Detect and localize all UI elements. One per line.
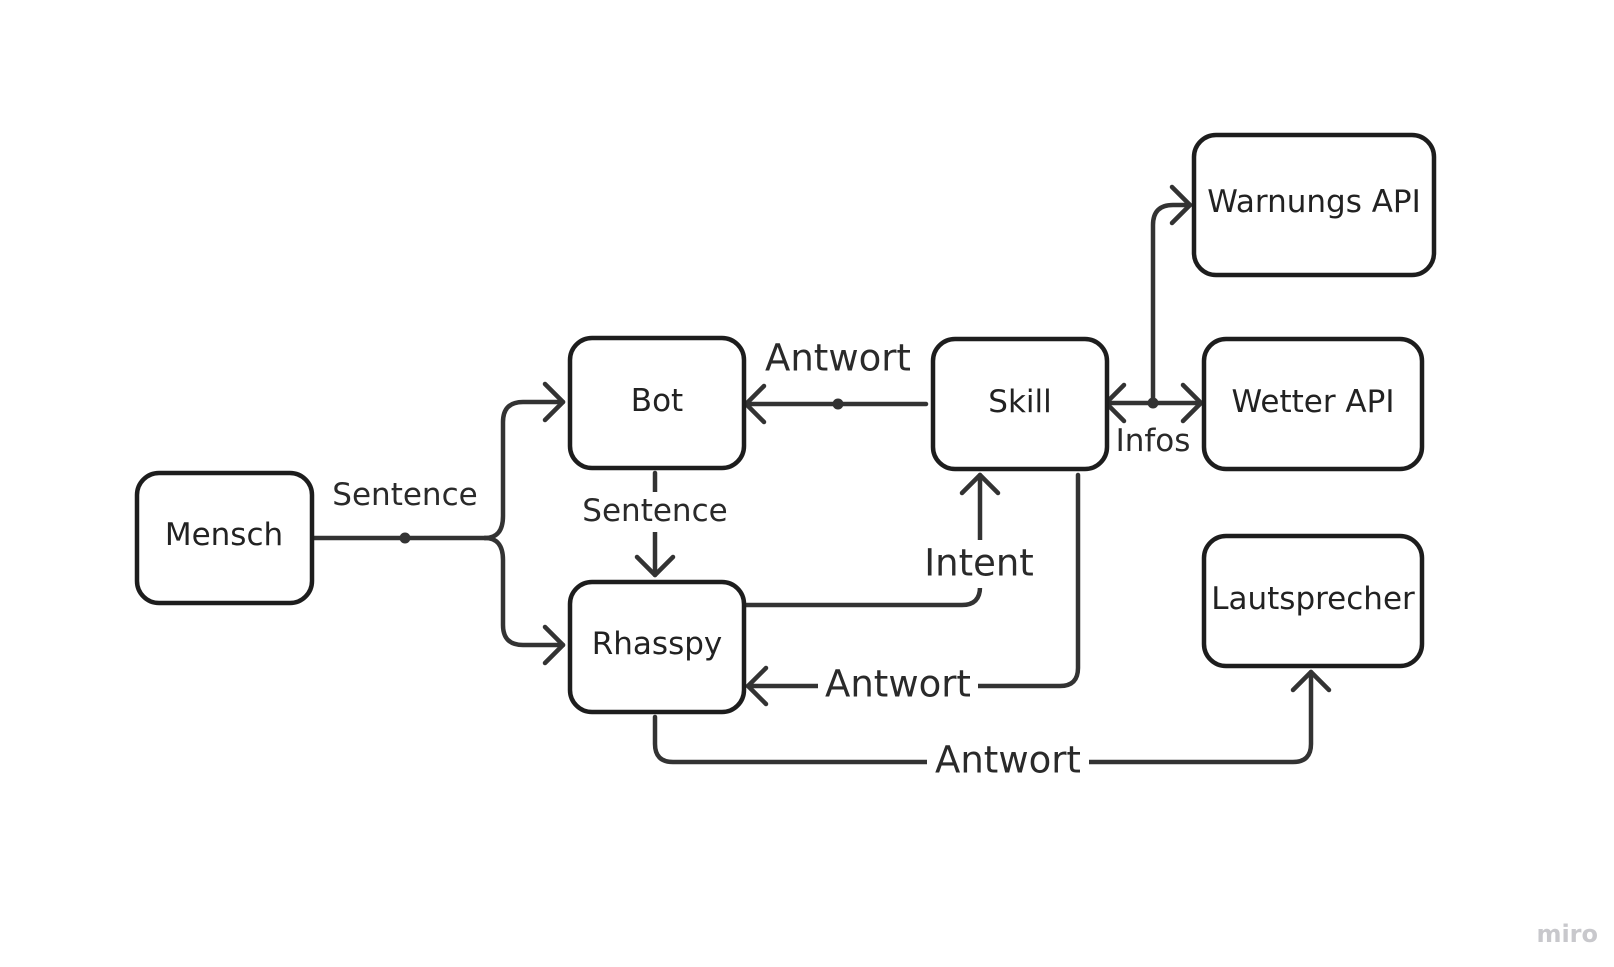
node-mensch-label: Mensch	[165, 517, 283, 553]
node-mensch: Mensch	[134, 470, 315, 606]
arrowhead-mensch-rhasspy	[542, 624, 566, 666]
miro-watermark: miro	[1536, 920, 1598, 948]
arrowhead-warnungs	[1169, 184, 1193, 226]
edge-label-skill-api-infos: Infos	[1116, 423, 1191, 459]
edge-label-bg-intent	[920, 540, 1038, 588]
arrowhead-rhasspy-skill	[959, 472, 1001, 496]
node-rhasspy: Rhasspy	[567, 579, 747, 715]
node-warnungs-api-label: Warnungs API	[1207, 184, 1421, 220]
node-bot: Bot	[567, 335, 747, 471]
edge-label-bg-lautsprecher	[927, 737, 1089, 787]
arrowhead-skill-rhasspy	[745, 665, 769, 707]
node-lautsprecher-label: Lautsprecher	[1211, 581, 1415, 617]
arrowhead-wetter-end	[1180, 382, 1204, 424]
arrowhead-rhasspy-lautsprecher	[1290, 669, 1332, 693]
edge-label-rhasspy-skill-intent: Intent	[924, 542, 1034, 585]
edge-skill-bot-midpoint	[832, 398, 844, 410]
node-bot-label: Bot	[631, 383, 683, 419]
edge-label-skill-bot-antwort: Antwort	[765, 337, 911, 380]
edge-mensch-midpoint	[399, 532, 411, 544]
node-rhasspy-label: Rhasspy	[592, 626, 723, 662]
arrowhead-mensch-bot	[542, 381, 566, 423]
node-skill-label: Skill	[988, 384, 1051, 420]
arrowhead-bot-rhasspy	[634, 554, 676, 578]
edge-skill-rhasspy	[745, 472, 1081, 689]
node-skill: Skill	[930, 336, 1110, 472]
edge-mensch-rhasspy	[482, 535, 566, 648]
edge-label-mensch-sentence: Sentence	[332, 477, 477, 513]
edge-label-skill-rhasspy-antwort: Antwort	[825, 663, 971, 706]
node-lautsprecher: Lautsprecher	[1201, 533, 1425, 669]
node-warnungs-api: Warnungs API	[1191, 132, 1437, 278]
edge-label-bot-rhasspy-sentence: Sentence	[582, 493, 727, 529]
edge-label-rhasspy-lautsprecher-antwort: Antwort	[935, 739, 1081, 782]
node-wetter-api-label: Wetter API	[1232, 384, 1395, 420]
edge-label-bg-skill-rhasspy	[818, 661, 978, 711]
edge-mensch-bot	[482, 399, 566, 541]
edge-label-bg-bot-rhasspy	[583, 492, 727, 532]
node-wetter-api: Wetter API	[1201, 336, 1425, 472]
edge-skill-warnungs	[1150, 202, 1193, 406]
